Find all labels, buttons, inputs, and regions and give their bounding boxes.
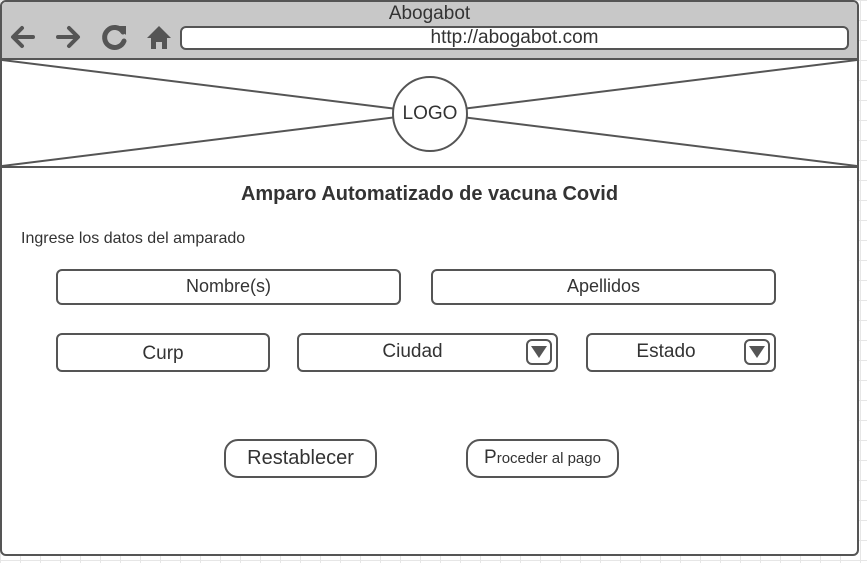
home-icon[interactable]	[144, 22, 174, 52]
window-title: Abogabot	[388, 3, 471, 24]
reload-icon[interactable]	[99, 22, 129, 52]
chevron-down-icon[interactable]	[526, 339, 552, 365]
browser-window: Abogabot http://abogabot.com	[0, 0, 859, 556]
form-instructions: Ingrese los datos del amparado	[21, 230, 246, 247]
address-bar[interactable]: http://abogabot.com	[180, 26, 849, 50]
reset-button[interactable]: Restablecer	[224, 439, 377, 478]
logo: LOGO	[392, 76, 468, 152]
estado-select[interactable]: Estado	[586, 333, 776, 372]
ciudad-select-label: Ciudad	[382, 341, 443, 362]
forward-arrow-icon[interactable]	[54, 22, 84, 52]
hero-banner-placeholder: LOGO	[2, 60, 857, 168]
browser-toolbar: Abogabot http://abogabot.com	[2, 2, 857, 60]
nombre-field[interactable]: Nombre(s)	[56, 269, 401, 305]
estado-select-label: Estado	[636, 341, 696, 362]
apellidos-field[interactable]: Apellidos	[431, 269, 776, 305]
back-arrow-icon[interactable]	[7, 22, 37, 52]
curp-field[interactable]: Curp	[56, 333, 270, 372]
page-title: Amparo Automatizado de vacuna Covid	[240, 183, 619, 205]
pay-button-label: roceder al pago	[496, 450, 601, 467]
chevron-down-icon[interactable]	[744, 339, 770, 365]
pay-button[interactable]: Proceder al pago	[466, 439, 619, 478]
ciudad-select[interactable]: Ciudad	[297, 333, 558, 372]
pay-button-label-first-letter: P	[484, 447, 497, 468]
